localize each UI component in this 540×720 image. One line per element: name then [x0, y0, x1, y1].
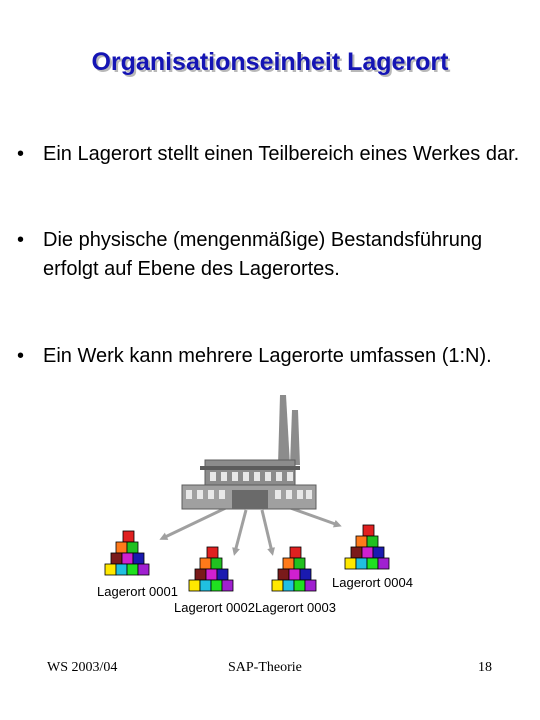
label-lagerort-0001: Lagerort 0001 [97, 584, 178, 599]
slide-title: Organisationseinheit Lagerort [91, 48, 449, 76]
connector-arrows [159, 503, 342, 556]
bullet-text: Ein Lagerort stellt einen Teilbereich ei… [43, 143, 520, 165]
bullet-text: Ein Werk kann mehrere Lagerorte umfassen… [43, 345, 492, 367]
factory-icon [181, 395, 317, 510]
stacked-blocks-icon-0001 [104, 530, 150, 576]
footer-semester: WS 2003/04 [47, 660, 118, 675]
footer-page-number: 18 [478, 660, 492, 675]
label-lagerort-0003: Lagerort 0003 [255, 600, 336, 615]
stacked-blocks-icon-0002 [188, 546, 234, 592]
arrow-0001 [159, 503, 233, 540]
footer-course: SAP-Theorie [228, 660, 302, 675]
arrow-0002 [232, 509, 248, 556]
stacked-blocks-icon-0003 [271, 546, 317, 592]
bullet-marker: • [17, 143, 25, 165]
bullet-marker: • [17, 229, 25, 251]
label-lagerort-0002: Lagerort 0002 [174, 600, 255, 615]
bullet-text: Die physische (mengenmäßige) Bestandsfüh… [43, 229, 483, 280]
arrow-0003 [260, 509, 275, 556]
stacked-blocks-icon-0004 [344, 524, 390, 570]
bullet-marker: • [17, 345, 25, 367]
label-lagerort-0004: Lagerort 0004 [332, 575, 413, 590]
